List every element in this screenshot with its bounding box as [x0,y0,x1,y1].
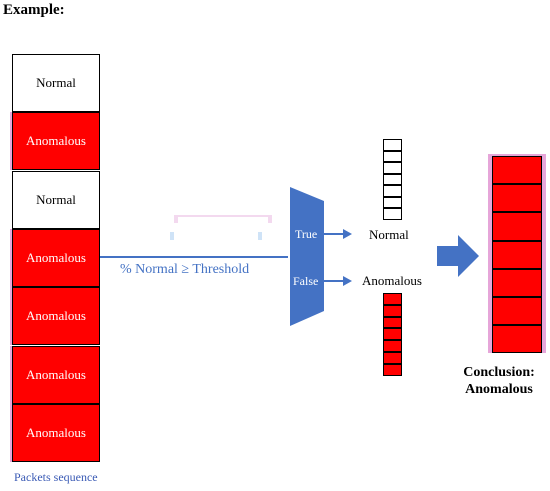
queue-cell [383,185,402,197]
packet-anomalous: Anomalous [12,345,100,404]
packet-anomalous: Anomalous [12,403,100,462]
packet-anomalous: Anomalous [12,112,100,171]
queue-cell [383,208,402,220]
conclusion-arrow-icon [437,235,479,277]
page-title: Example: [3,2,65,18]
queue-cell [383,363,402,376]
conclusion-text: Conclusion: Anomalous [454,364,544,398]
faint-bracket-top [176,215,272,217]
queue-cell [383,293,402,305]
queue-cell [492,325,542,354]
connector-line [100,256,288,258]
queue-cell [383,316,402,329]
queue-cell [492,268,542,297]
queue-cell [383,150,402,162]
false-label: False [293,274,319,288]
faint-bracket-left [174,215,178,223]
decision-trapezoid [290,187,324,326]
normal-output-label: Normal [369,227,409,242]
queue-cell [492,212,542,241]
queue-cell [383,173,402,185]
packets-sequence-label: Packets sequence [14,470,98,484]
queue-cell [383,139,402,151]
true-label: True [295,227,318,241]
faint-mark-right [258,232,262,240]
queue-cell [383,352,402,364]
packet-anomalous: Anomalous [12,287,100,346]
queue-cell [383,328,402,341]
packet-normal: Normal [12,54,100,112]
queue-cell [383,340,402,352]
conclusion-line1: Conclusion: [463,365,535,380]
queue-cell [492,297,542,326]
queue-cell [383,304,402,317]
faint-mark-left [170,232,174,240]
queue-cell [492,156,542,185]
anomalous-output-label: Anomalous [362,273,422,288]
packet-anomalous: Anomalous [12,228,100,287]
faint-bracket-right [268,215,272,223]
queue-cell [492,240,542,269]
packet-normal: Normal [12,170,100,229]
conclusion-line2: Anomalous [465,382,533,397]
threshold-condition: % Normal ≥ Threshold [120,262,250,277]
false-arrow-head [343,276,352,286]
queue-cell [383,196,402,208]
queue-cell [492,184,542,213]
true-arrow-head [343,229,352,239]
queue-cell [383,162,402,174]
